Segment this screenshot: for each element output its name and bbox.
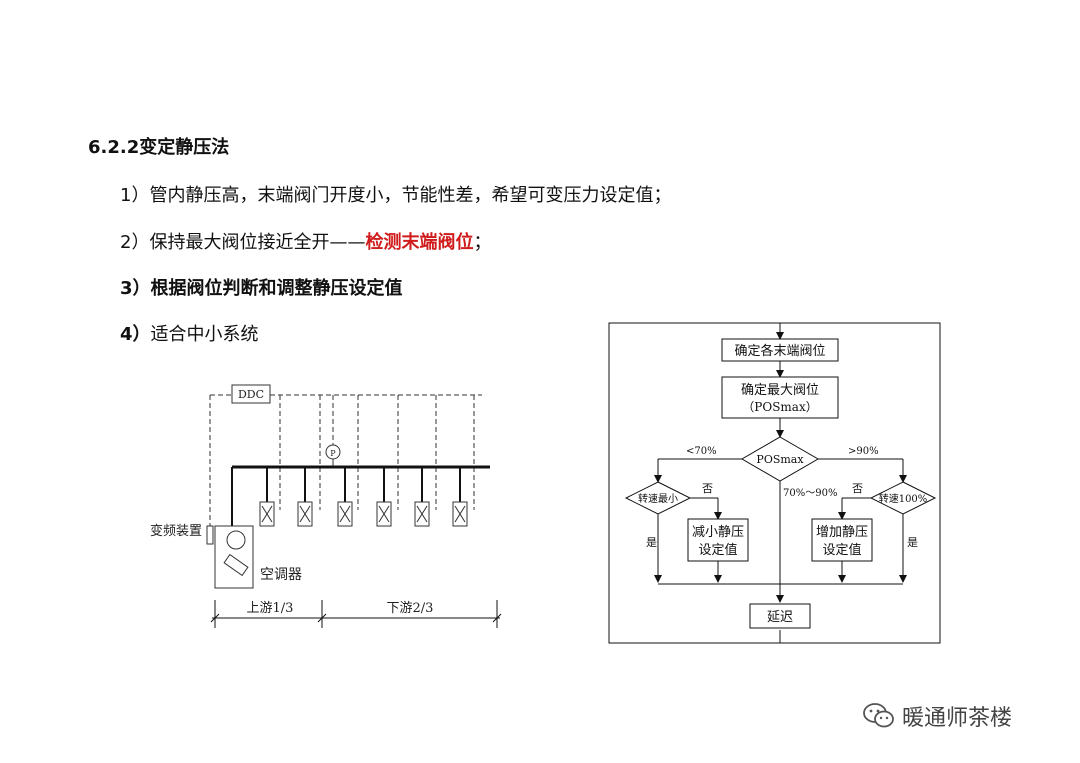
branch-label-middle: 70%～90% bbox=[783, 488, 837, 499]
increase-subtext: 设定值 bbox=[822, 542, 861, 558]
ahu-label: 空调器 bbox=[260, 567, 302, 583]
step2-subtext: （POSmax） bbox=[742, 400, 817, 414]
wechat-icon bbox=[863, 703, 894, 728]
step1-text: 确定各末端阀位 bbox=[734, 343, 825, 359]
action-box-increase bbox=[811, 518, 873, 562]
list-item-1: 1）管内静压高，末端阀门开度小，节能性差，希望可变压力设定值； bbox=[120, 181, 671, 207]
item-text: 根据阀位判断和调整静压设定值 bbox=[150, 278, 403, 299]
list-item-4: 4）适合中小系统 bbox=[120, 320, 259, 346]
action-box-reduce bbox=[687, 518, 749, 562]
watermark-text: 暖通师茶楼 bbox=[902, 706, 1013, 731]
yes-label-left: 是 bbox=[646, 536, 657, 549]
downstream-label: 下游2/3 bbox=[387, 601, 434, 616]
highlight-text: 检测末端阀位 bbox=[365, 232, 474, 253]
vfd-label: 变频装置 bbox=[150, 523, 202, 539]
right-decision-text: 转速100% bbox=[879, 492, 928, 505]
increase-text: 增加静压 bbox=[816, 525, 868, 540]
no-label-right: 否 bbox=[852, 482, 863, 495]
decision-diamond-right bbox=[869, 481, 937, 515]
left-decision-text: 转速最小 bbox=[638, 492, 678, 505]
list-item-3: 3）根据阀位判断和调整静压设定值 bbox=[120, 274, 403, 300]
item-text: 保持最大阀位接近全开—— bbox=[149, 232, 366, 253]
vfd-box bbox=[206, 525, 214, 545]
item-text-end: ； bbox=[473, 232, 492, 253]
pressure-sensor-label: P bbox=[330, 449, 336, 458]
coil-icon bbox=[223, 553, 249, 577]
item-number: 3） bbox=[120, 278, 151, 299]
system-diagram: DDC P 变频装置 空调器 上游1/ bbox=[150, 384, 502, 628]
branch-label-right: >90% bbox=[848, 446, 879, 457]
decision-diamond-left bbox=[624, 481, 692, 515]
branch-label-left: <70% bbox=[686, 446, 717, 457]
watermark: 暖通师茶楼 bbox=[862, 700, 1012, 732]
delay-box bbox=[749, 603, 811, 629]
upstream-label: 上游1/3 bbox=[247, 601, 294, 616]
item-number: 4） bbox=[120, 324, 151, 345]
item-number: 1） bbox=[120, 185, 150, 206]
step2-text: 确定最大阀位 bbox=[741, 383, 819, 398]
step-box bbox=[721, 376, 839, 419]
decision-diamond bbox=[741, 436, 819, 482]
no-label-left: 否 bbox=[702, 482, 713, 495]
item-text: 管内静压高，末端阀门开度小，节能性差，希望可变压力设定值； bbox=[149, 185, 672, 206]
item-number: 2） bbox=[120, 232, 150, 253]
delay-text: 延迟 bbox=[767, 610, 793, 625]
item-text: 适合中小系统 bbox=[150, 324, 259, 345]
section-heading: 6.2.2变定静压法 bbox=[88, 137, 230, 158]
reduce-text: 减小静压 bbox=[692, 525, 744, 540]
ddc-label: DDC bbox=[238, 388, 264, 401]
step-box bbox=[721, 338, 839, 362]
ddc-box bbox=[231, 384, 271, 404]
reduce-subtext: 设定值 bbox=[698, 542, 737, 558]
fan-icon bbox=[226, 530, 246, 550]
flowchart: 确定各末端阀位 确定最大阀位 （POSmax） POSmax <70% >90%… bbox=[608, 322, 941, 644]
yes-label-right: 是 bbox=[907, 536, 918, 549]
list-item-2: 2）保持最大阀位接近全开——检测末端阀位； bbox=[120, 228, 491, 254]
decision-text: POSmax bbox=[756, 453, 804, 466]
